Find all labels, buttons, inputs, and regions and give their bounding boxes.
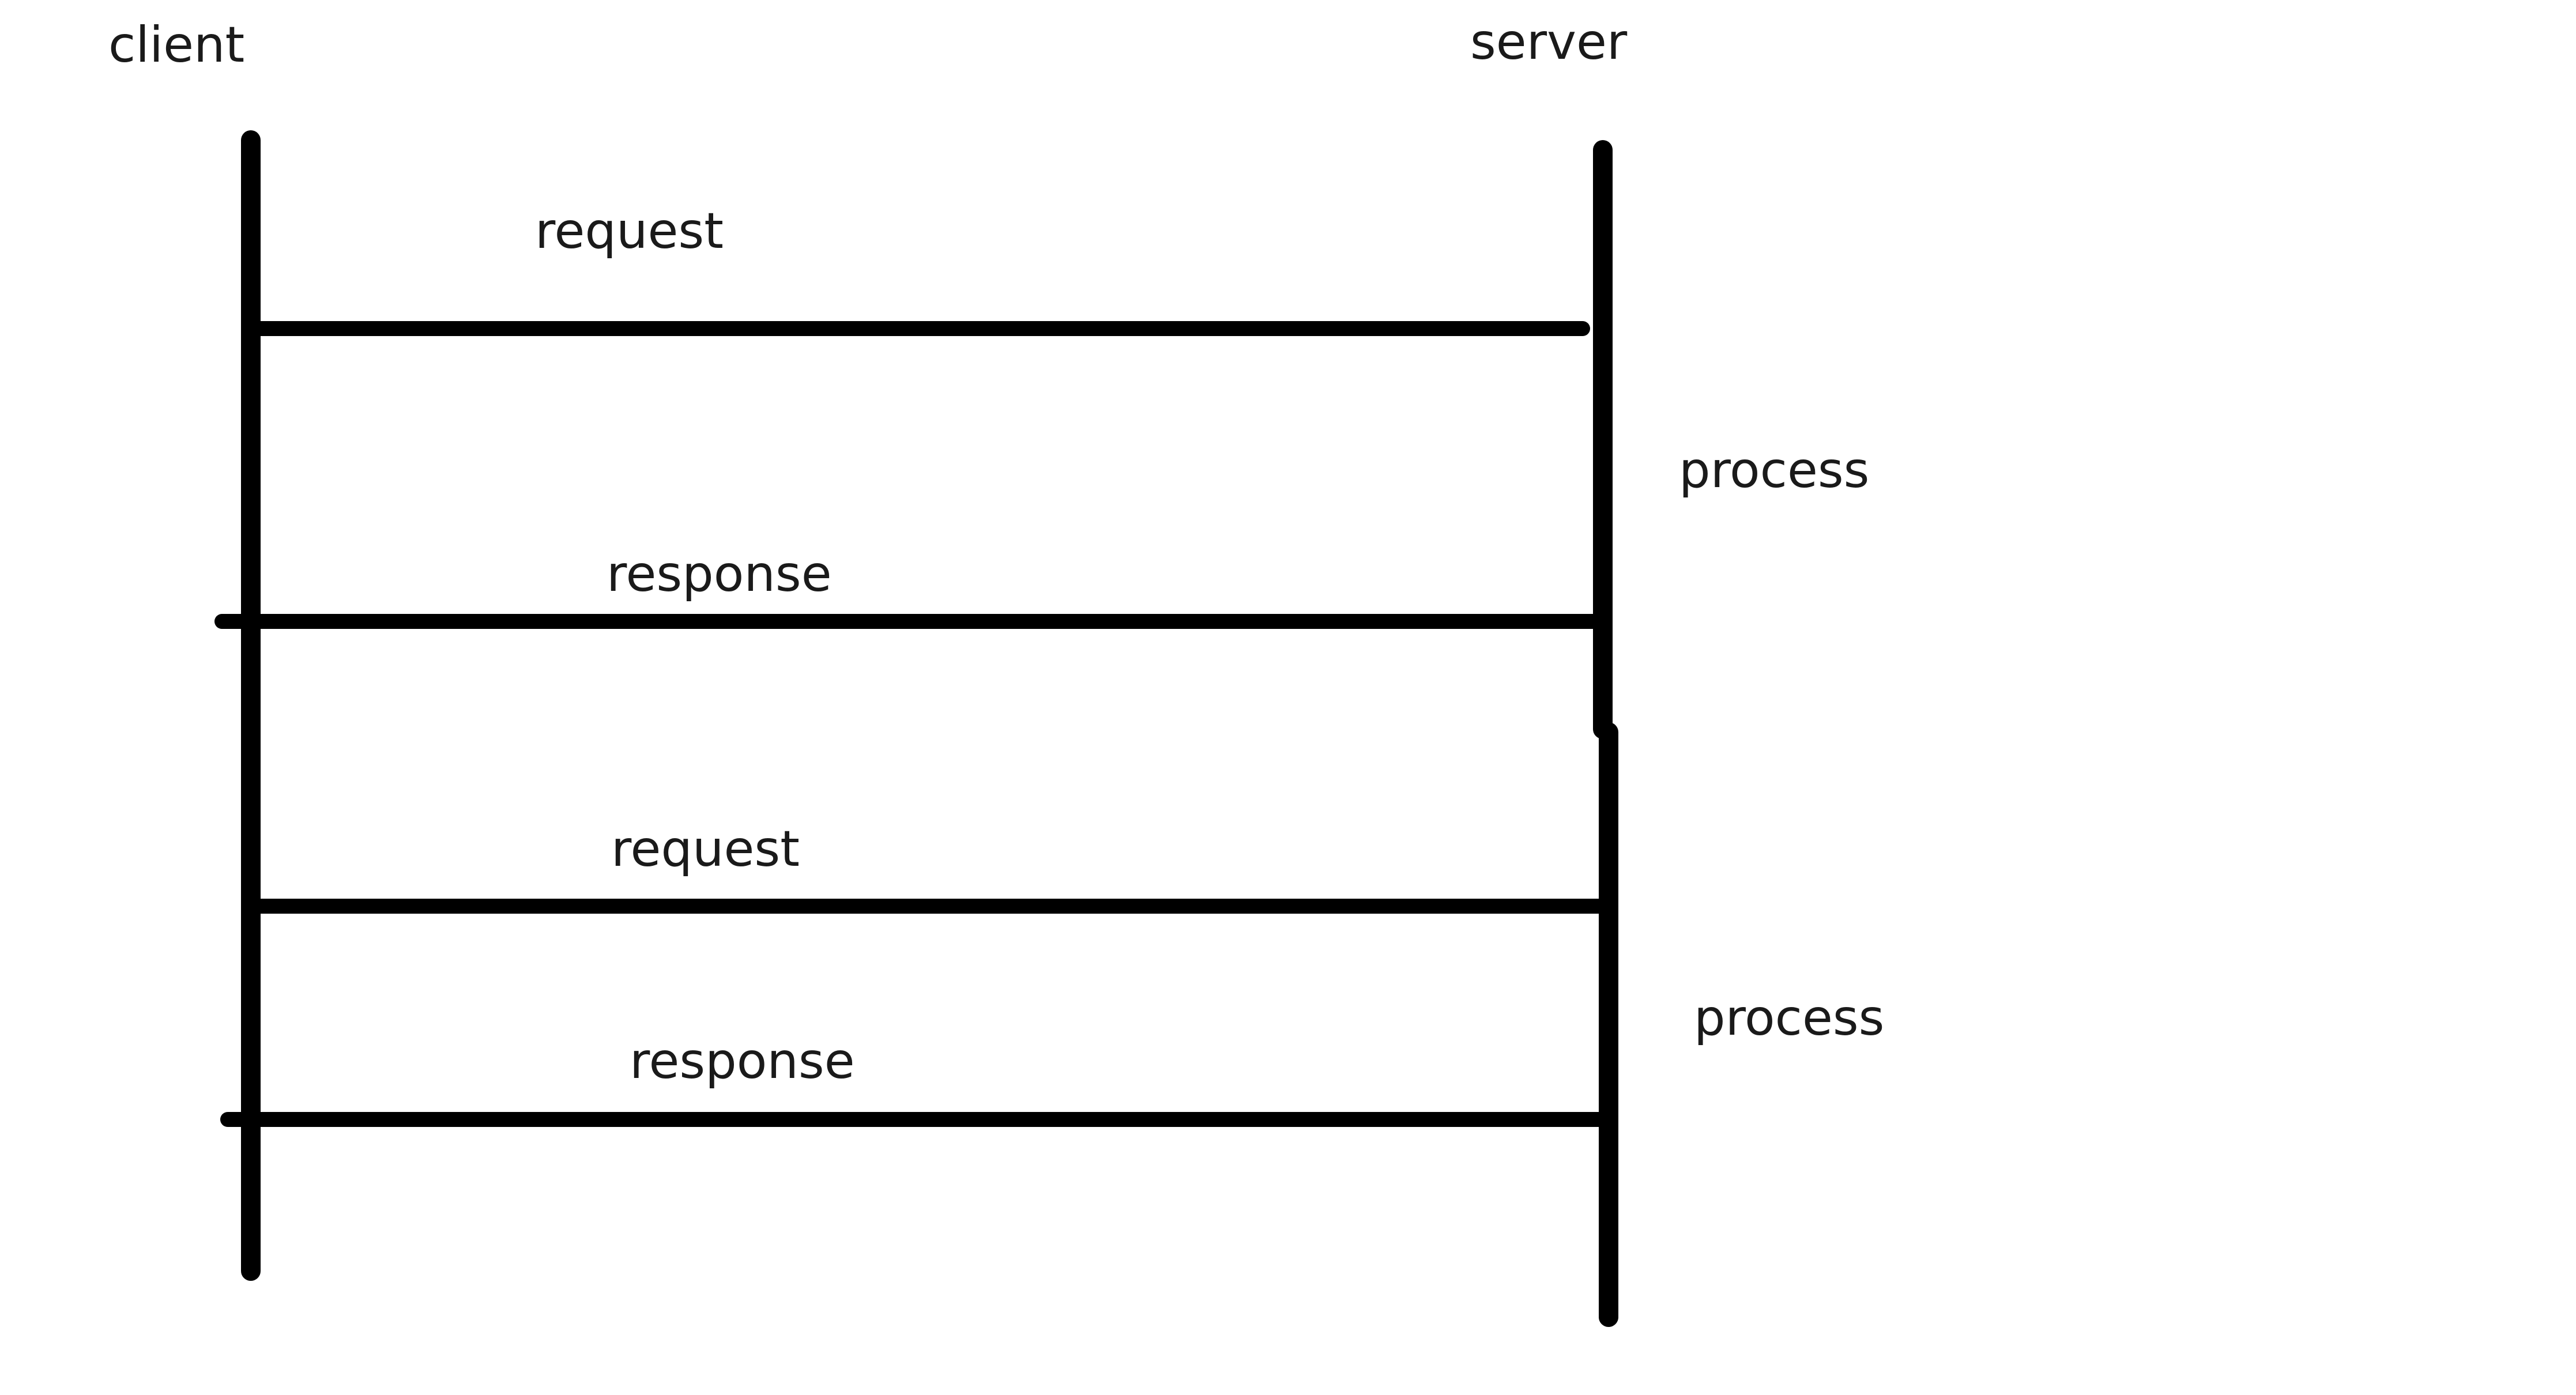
response-label-2: response (630, 1032, 855, 1090)
client-participant-label: client (108, 16, 244, 74)
process-note-2: process (1694, 989, 1884, 1047)
process-note-1: process (1679, 442, 1869, 499)
server-participant-label: server (1470, 13, 1628, 71)
request-label-2: request (611, 820, 800, 878)
request-label-1: request (535, 202, 724, 260)
response-label-1: response (607, 545, 832, 603)
